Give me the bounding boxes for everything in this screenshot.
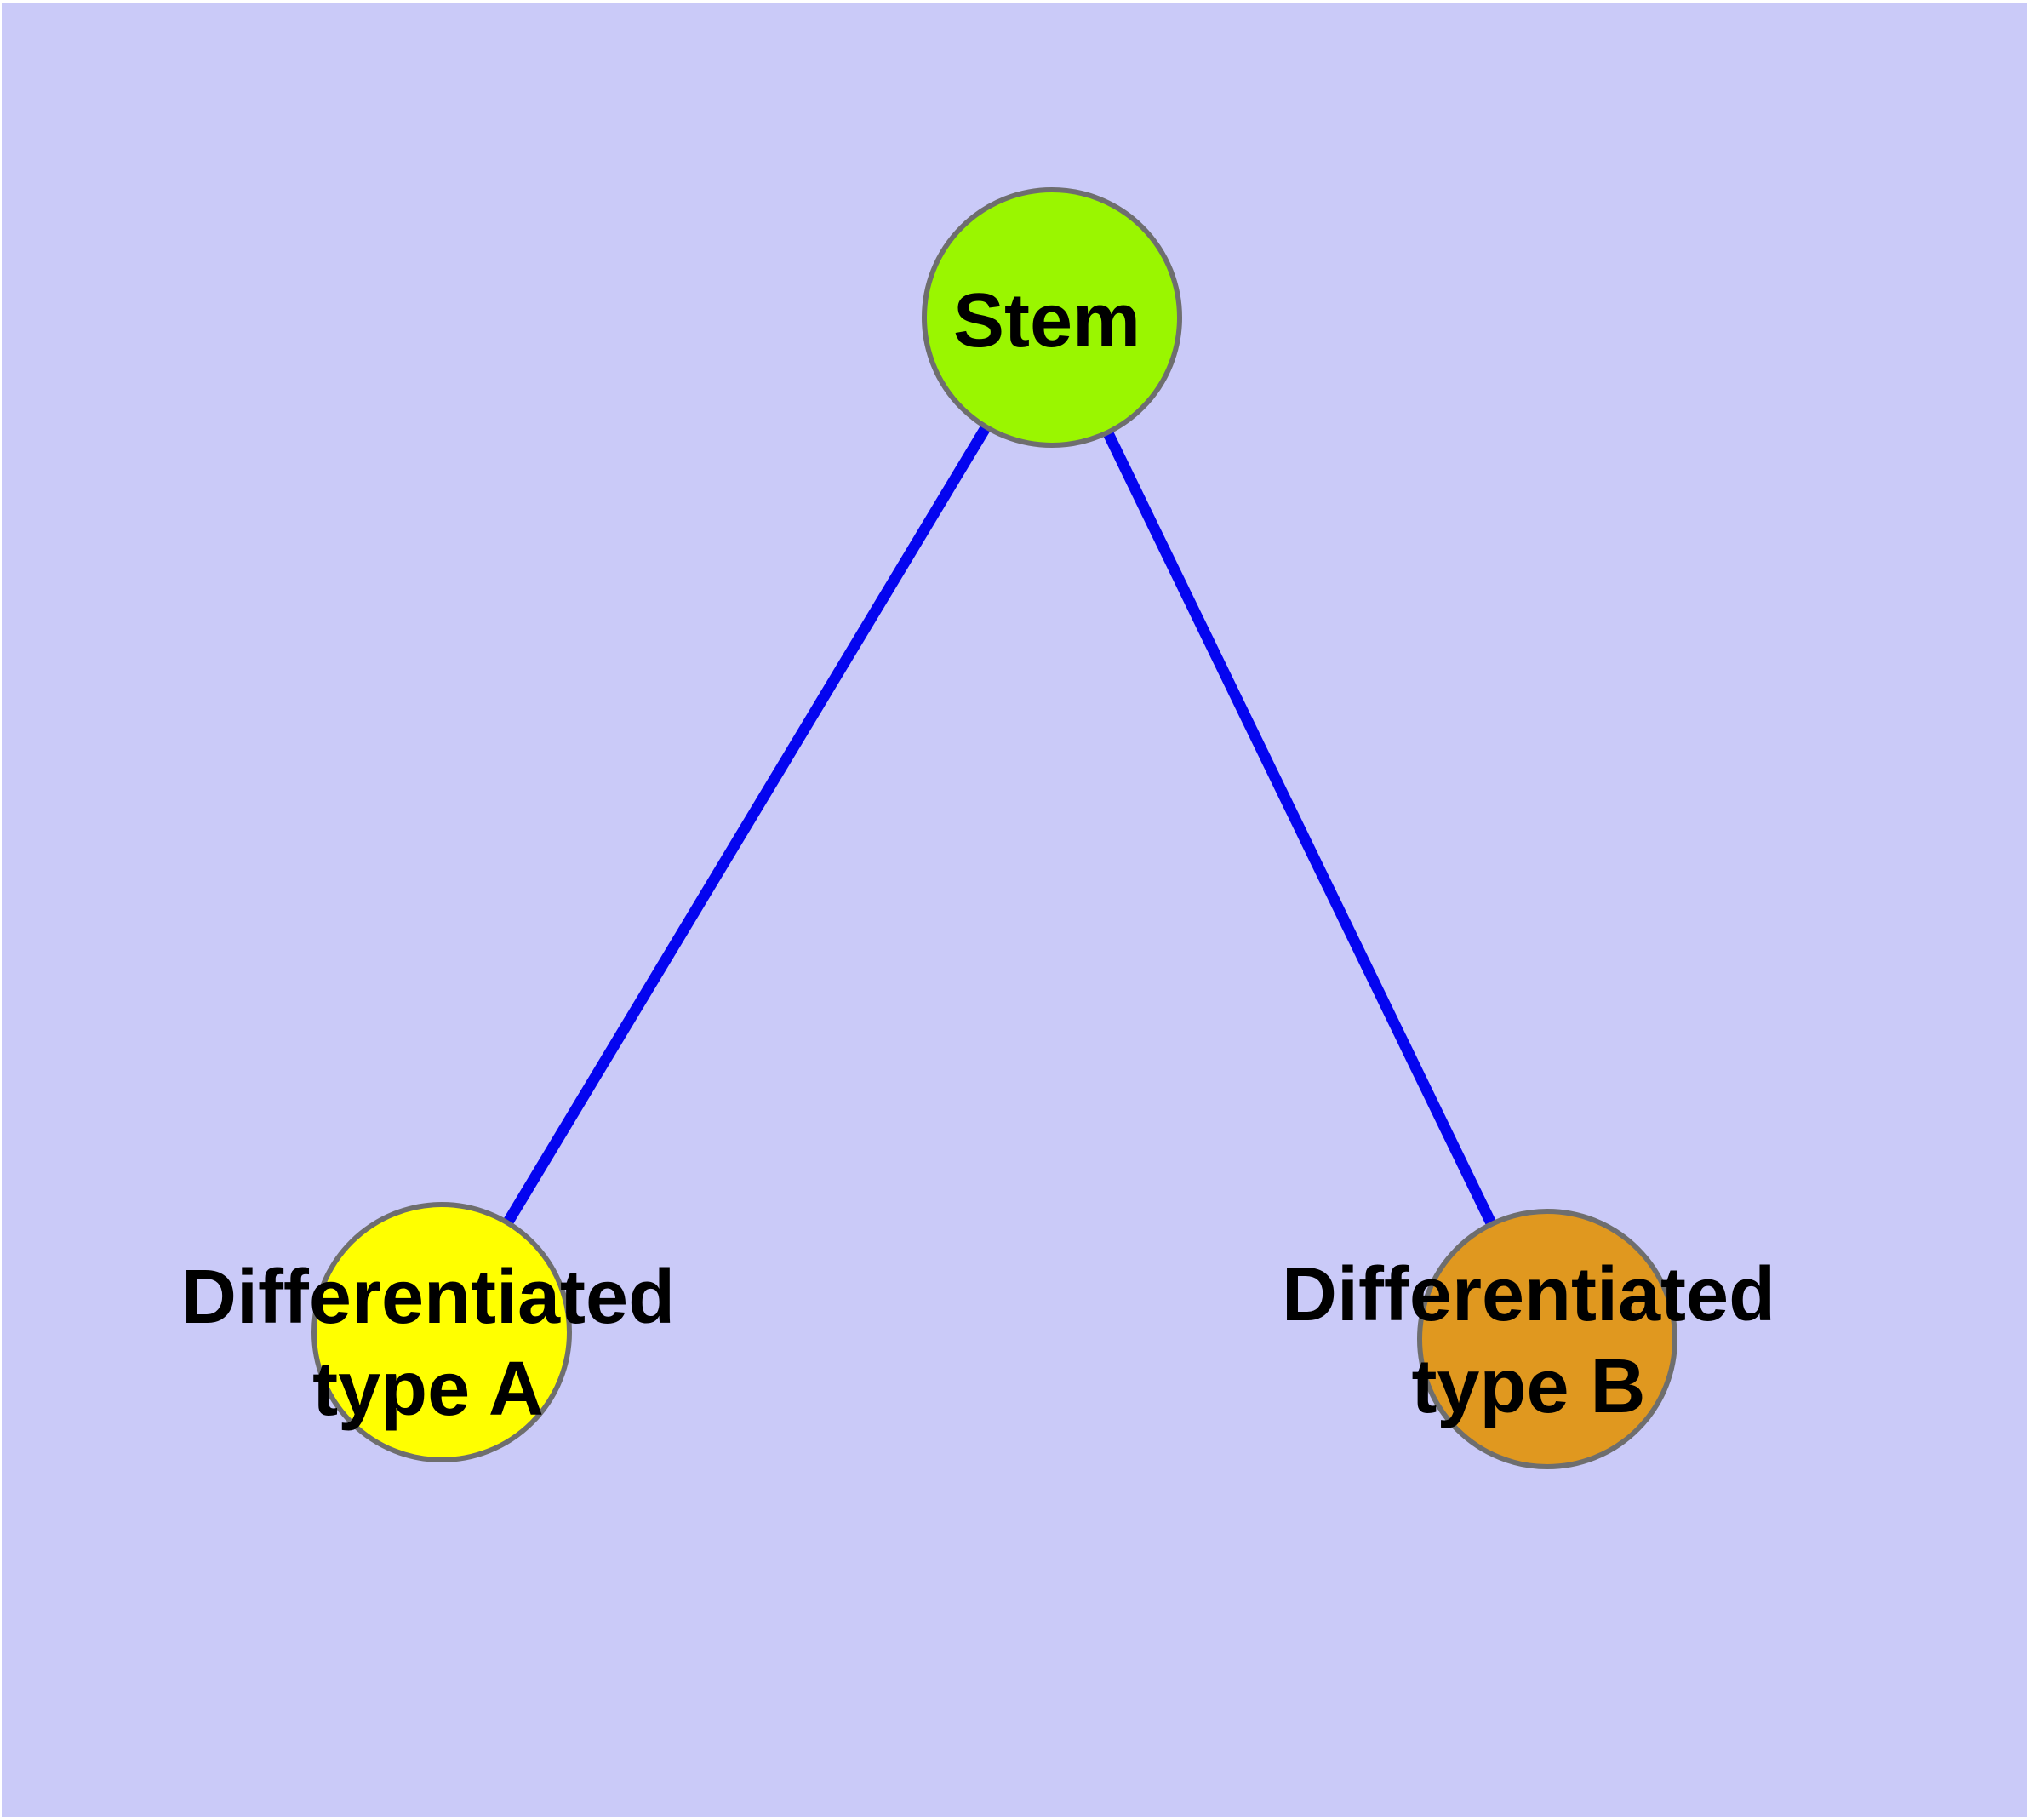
node-typeA-label: Differentiated type A (181, 1251, 675, 1435)
node-stem-label: Stem (953, 275, 1140, 367)
edge-stem-to-typeB (1047, 315, 1552, 1342)
node-typeB-label-line1: Differentiated (1281, 1252, 1776, 1337)
node-typeA-label-line1: Differentiated (180, 1255, 676, 1340)
node-stem-label-text: Stem (952, 278, 1141, 363)
edge-stem-to-typeA (437, 314, 1057, 1336)
node-typeB-label-line2: type B (1411, 1344, 1646, 1429)
node-typeB-label: Differentiated type B (1282, 1249, 1775, 1433)
node-typeB-circle (1417, 1209, 1677, 1469)
node-typeA-label-line2: type A (312, 1347, 544, 1432)
node-stem-circle (922, 187, 1182, 448)
node-typeA-circle (311, 1202, 572, 1462)
